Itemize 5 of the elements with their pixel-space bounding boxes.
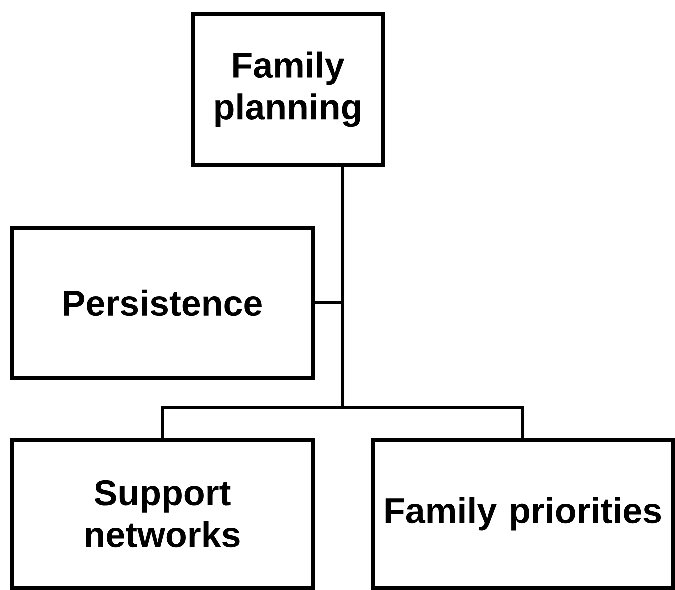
box: Family planning (191, 12, 385, 167)
box: Support networks (10, 438, 315, 590)
box: Family priorities (371, 438, 675, 590)
connector (342, 167, 524, 438)
box: Persistence (10, 226, 315, 380)
